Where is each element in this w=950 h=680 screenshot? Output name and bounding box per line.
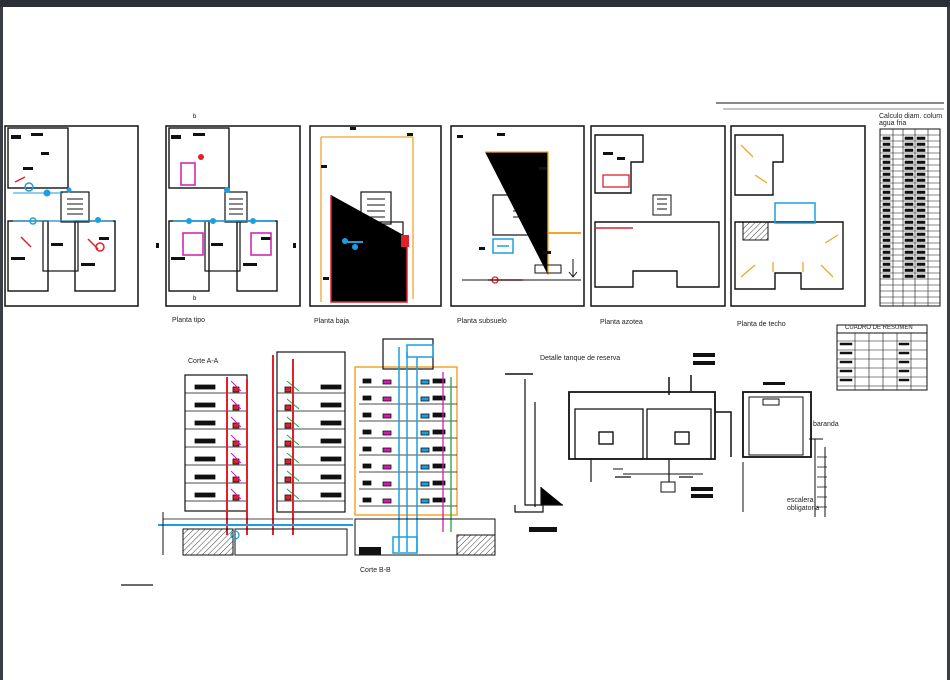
plan-label-azotea: Planta azotea — [600, 319, 643, 326]
baranda-label: baranda — [813, 421, 839, 428]
viewport-frame-right — [947, 7, 950, 680]
tank-detail — [505, 353, 827, 532]
svg-text:b: b — [193, 114, 197, 120]
section-bb-label: Corte B-B — [360, 567, 391, 574]
tank-detail-label: Detalle tanque de reserva — [540, 355, 621, 362]
plan-label-baja: Planta baja — [314, 318, 350, 325]
viewport-frame-left — [0, 7, 3, 680]
plan-6 — [730, 125, 866, 307]
drawing-sheet: bb — [4, 102, 944, 586]
plan-label-techo: Planta de techo — [737, 321, 786, 328]
plan-4 — [450, 125, 585, 307]
calc-table — [879, 128, 941, 307]
summary-table-title: CUADRO DE RESUMEN — [845, 325, 913, 331]
section-aa — [158, 351, 353, 556]
plan-label-subsuelo: Planta subsuelo — [457, 318, 507, 325]
plan-1 — [4, 125, 139, 307]
plan-2: bb — [156, 114, 301, 307]
plan-3 — [309, 125, 442, 307]
section-aa-label: Corte A-A — [188, 358, 219, 365]
plan-label-tipo: Planta tipo — [172, 317, 206, 324]
section-bb — [354, 338, 496, 556]
svg-text:b: b — [193, 296, 197, 302]
window-title-bar — [0, 0, 950, 7]
plan-5 — [590, 125, 726, 307]
summary-table — [836, 324, 928, 391]
